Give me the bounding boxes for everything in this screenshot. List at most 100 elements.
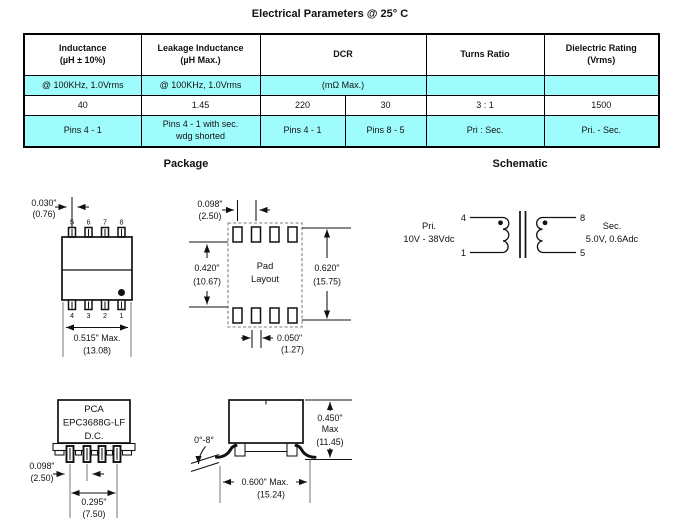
header-line: Inductance [58,43,107,54]
pin-number: 7 [103,218,107,227]
pad-pitch-dimension-in: 0.098" [197,199,222,209]
pad-layout-label: Layout [251,274,279,284]
width-dimension [219,460,311,503]
pin-number: 4 [70,311,74,320]
lead-pitch-arrows [53,464,118,518]
lead-span-dimension-in: 0.295" [81,497,106,507]
body-width-dimension-in: 0.515" Max. [74,333,121,343]
schematic-diagram: Pri. 10V - 38Vdc 4 1 8 5 Sec. 5.0V, 0.6A… [403,211,639,258]
condition-row: @ 100KHz, 1.0Vrms @ 100KHz, 1.0Vrms (mΩ … [23,75,660,96]
header-row: Inductance (µH ± 10%) Leakage Inductance… [23,33,660,76]
width-dimension-mm: (15.24) [257,490,285,500]
top-pins [67,226,126,238]
value-cell: 30 [344,95,427,116]
header-inductance: Inductance (µH ± 10%) [23,33,142,76]
package-front-view-diagram: PCA EPC3688G-LF D.C. 0.098" (2.50) [29,399,136,519]
bottom-pads [232,307,298,324]
pad-pitch-dimension-mm: (2.50) [199,211,222,221]
side-feet [234,442,298,457]
pins-cell: Pins 4 - 1 [23,115,142,148]
primary-rating: 10V - 38Vdc [403,234,455,244]
pad-width-dimension-mm: (1.27) [281,345,304,355]
lead-pitch-dimension-mm: (2.50) [31,473,54,483]
pin-number: 8 [120,218,124,227]
page-title: Electrical Parameters @ 25° C [251,8,409,20]
pin-number: 5 [70,218,74,227]
part-marking: D.C. [85,431,104,442]
pin8-label: 8 [580,213,585,223]
value-cell: 1.45 [140,95,261,116]
header-line: Dielectric Rating [565,43,637,54]
pin1-indicator-dot [118,289,125,296]
pins-line: wdg shorted [175,131,226,141]
condition-cell: @ 100KHz, 1.0Vrms [23,75,142,96]
pin5-label: 5 [580,248,585,258]
bottom-pins [67,299,126,311]
height-dimension-max: Max [322,424,339,434]
pins-cell: Pins 8 - 5 [344,115,427,148]
pin1-label: 1 [461,248,466,258]
pin-number: 3 [87,311,91,320]
top-pads [232,226,298,243]
base-tabs [54,449,133,456]
front-pins [65,445,122,463]
header-line: (µH Max.) [180,55,221,65]
part-marking: PCA [84,404,104,415]
header-line: Leakage Inductance [157,43,244,54]
chip-body [61,236,133,301]
pad-width-dimension [241,330,273,348]
height-dimension-in: 0.450" [317,413,342,423]
secondary-polarity-dot [542,220,548,226]
primary-polarity-dot [498,220,503,226]
pin-number: 1 [120,311,124,320]
outer-span-dimension-mm: (15.75) [313,277,341,287]
right-gullwing-lead [294,444,317,459]
schematic-heading: Schematic [492,158,548,170]
left-gullwing-lead [215,444,238,459]
header-line: (µH ± 10%) [59,55,106,65]
transformer-core [519,211,527,258]
condition-cell: (mΩ Max.) [259,75,427,96]
body-width-dimension [62,302,132,357]
pad-layout-label: Pad [257,261,274,271]
part-marking: EPC3688G-LF [63,418,126,429]
height-dimension-mm: (11.45) [316,437,343,447]
package-heading: Package [163,158,209,170]
pins-row: Pins 4 - 1 Pins 4 - 1 with sec. wdg shor… [23,115,660,148]
outer-span-dimension-in: 0.620" [314,263,339,273]
pin-width-dimension-mm: (0.76) [33,209,56,219]
side-body [228,399,304,444]
header-line: (Vrms) [587,55,616,65]
pin-number: 2 [103,311,107,320]
secondary-label: Sec. [603,221,622,231]
header-dcr: DCR [259,33,427,76]
pin4-label: 4 [461,213,466,223]
condition-cell-empty [543,75,660,96]
pins-cell: Pri. - Sec. [543,115,660,148]
pins-line: Pins 4 - 1 with sec. [162,119,239,130]
primary-label: Pri. [422,221,436,231]
inner-span-dimension [189,241,228,308]
pad-layout-outline [227,222,303,328]
lead-span-dimension-mm: (7.50) [83,509,106,519]
condition-cell-empty [425,75,545,96]
lead-pitch-dimension-in: 0.098" [29,461,54,471]
width-dimension-in: 0.600" Max. [242,477,289,487]
body-width-dimension-mm: (13.08) [83,346,111,356]
height-dimension [305,399,352,461]
pins-cell: Pins 4 - 1 with sec. wdg shorted [140,115,261,148]
component-base [52,442,136,452]
secondary-rating: 5.0V, 0.6Adc [586,234,639,244]
value-cell: 1500 [543,95,660,116]
pad-pitch-arrows [222,200,270,221]
primary-winding [470,216,510,254]
condition-cell: @ 100KHz, 1.0Vrms [140,75,261,96]
lead-angle-label: 0°-8° [194,435,214,445]
header-dielectric-rating: Dielectric Rating (Vrms) [543,33,660,76]
outer-span-dimension [302,227,351,321]
lead-angle-indicator [190,446,220,472]
value-cell: 3 : 1 [425,95,545,116]
header-turns-ratio: Turns Ratio [425,33,545,76]
pin-width-arrows [55,197,89,229]
